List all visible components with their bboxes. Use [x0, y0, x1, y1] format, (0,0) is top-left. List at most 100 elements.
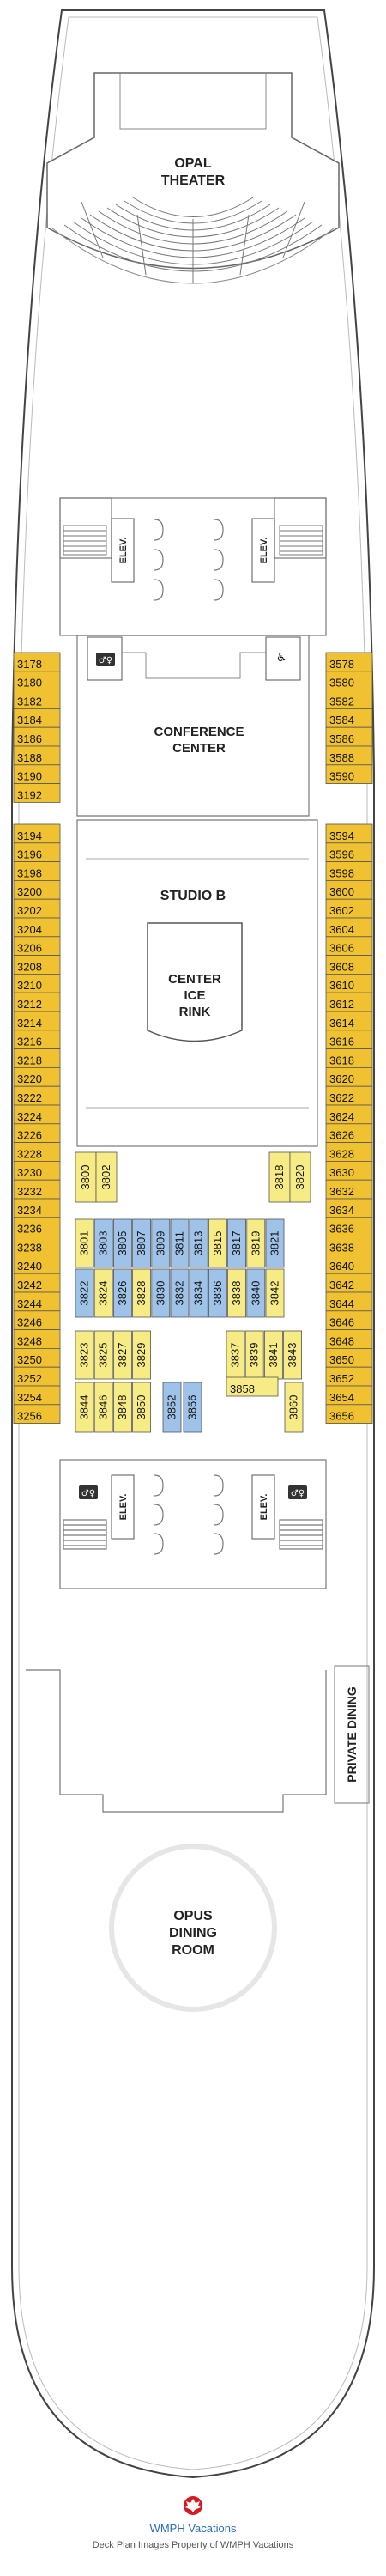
center-ice-rink[interactable]: CENTER ICE RINK — [147, 922, 243, 1042]
cabin-3636[interactable]: 3636 — [325, 1217, 373, 1237]
cabin-3226[interactable]: 3226 — [13, 1123, 61, 1144]
cabin-3640[interactable]: 3640 — [325, 1255, 373, 1274]
cabin-3801[interactable]: 3801 — [75, 1218, 94, 1268]
cabin-3224[interactable]: 3224 — [13, 1104, 61, 1125]
cabin-3218[interactable]: 3218 — [13, 1048, 61, 1068]
cabin-3210[interactable]: 3210 — [13, 974, 61, 993]
cabin-3811[interactable]: 3811 — [170, 1218, 190, 1268]
cabin-3825[interactable]: 3825 — [93, 1330, 113, 1380]
cabin-3578[interactable]: 3578 — [325, 652, 373, 672]
elevator-forward-starboard[interactable]: ELEV. — [251, 518, 275, 583]
cabin-3848[interactable]: 3848 — [112, 1382, 132, 1433]
cabin-3860[interactable]: 3860 — [284, 1382, 304, 1433]
cabin-3648[interactable]: 3648 — [325, 1329, 373, 1349]
cabin-3596[interactable]: 3596 — [325, 842, 373, 862]
cabin-3819[interactable]: 3819 — [246, 1218, 266, 1268]
cabin-3650[interactable]: 3650 — [325, 1348, 373, 1368]
cabin-3220[interactable]: 3220 — [13, 1067, 61, 1087]
conference-center[interactable]: CONFERENCE CENTER — [76, 635, 310, 817]
cabin-3212[interactable]: 3212 — [13, 992, 61, 1012]
cabin-3626[interactable]: 3626 — [325, 1123, 373, 1144]
cabin-3190[interactable]: 3190 — [13, 764, 61, 784]
cabin-3254[interactable]: 3254 — [13, 1385, 61, 1406]
cabin-3232[interactable]: 3232 — [13, 1179, 61, 1200]
cabin-3827[interactable]: 3827 — [112, 1330, 132, 1380]
cabin-3839[interactable]: 3839 — [244, 1330, 264, 1380]
cabin-3805[interactable]: 3805 — [112, 1218, 132, 1268]
cabin-3248[interactable]: 3248 — [13, 1329, 61, 1349]
cabin-3832[interactable]: 3832 — [170, 1268, 190, 1318]
cabin-3826[interactable]: 3826 — [112, 1268, 132, 1318]
cabin-3610[interactable]: 3610 — [325, 974, 373, 993]
cabin-3802[interactable]: 3802 — [95, 1151, 118, 1203]
cabin-3809[interactable]: 3809 — [151, 1218, 171, 1268]
cabin-3807[interactable]: 3807 — [132, 1218, 152, 1268]
cabin-3852[interactable]: 3852 — [162, 1382, 182, 1433]
cabin-3642[interactable]: 3642 — [325, 1273, 373, 1293]
cabin-3238[interactable]: 3238 — [13, 1236, 61, 1255]
cabin-3846[interactable]: 3846 — [93, 1382, 113, 1433]
studio-b[interactable]: STUDIO B — [76, 819, 318, 1147]
cabin-3214[interactable]: 3214 — [13, 1011, 61, 1031]
cabin-3582[interactable]: 3582 — [325, 690, 373, 709]
cabin-3184[interactable]: 3184 — [13, 708, 61, 728]
cabin-3616[interactable]: 3616 — [325, 1030, 373, 1050]
cabin-3192[interactable]: 3192 — [13, 783, 61, 803]
cabin-3837[interactable]: 3837 — [226, 1330, 245, 1380]
cabin-3206[interactable]: 3206 — [13, 936, 61, 957]
cabin-3186[interactable]: 3186 — [13, 726, 61, 747]
cabin-3244[interactable]: 3244 — [13, 1291, 61, 1312]
cabin-3182[interactable]: 3182 — [13, 690, 61, 709]
cabin-3844[interactable]: 3844 — [75, 1382, 94, 1433]
cabin-3580[interactable]: 3580 — [325, 671, 373, 690]
cabin-3652[interactable]: 3652 — [325, 1366, 373, 1387]
cabin-3196[interactable]: 3196 — [13, 842, 61, 862]
cabin-3656[interactable]: 3656 — [325, 1404, 373, 1425]
cabin-3628[interactable]: 3628 — [325, 1142, 373, 1162]
cabin-3630[interactable]: 3630 — [325, 1161, 373, 1181]
cabin-3813[interactable]: 3813 — [189, 1218, 208, 1268]
elevator-aft-port[interactable]: ELEV. — [111, 1474, 135, 1540]
cabin-3222[interactable]: 3222 — [13, 1085, 61, 1106]
cabin-3858[interactable]: 3858 — [226, 1376, 279, 1397]
cabin-3240[interactable]: 3240 — [13, 1255, 61, 1274]
elevator-aft-starboard[interactable]: ELEV. — [251, 1474, 275, 1540]
cabin-3620[interactable]: 3620 — [325, 1067, 373, 1087]
cabin-3594[interactable]: 3594 — [325, 823, 373, 844]
cabin-3256[interactable]: 3256 — [13, 1404, 61, 1425]
private-dining[interactable]: PRIVATE DINING — [334, 1665, 370, 1804]
cabin-3634[interactable]: 3634 — [325, 1198, 373, 1218]
cabin-3228[interactable]: 3228 — [13, 1142, 61, 1162]
opus-dining-room[interactable]: OPUS DINING ROOM — [26, 1669, 327, 2012]
cabin-3612[interactable]: 3612 — [325, 992, 373, 1012]
cabin-3842[interactable]: 3842 — [265, 1268, 285, 1318]
cabin-3180[interactable]: 3180 — [13, 671, 61, 690]
opal-theater[interactable]: OPAL THEATER — [46, 72, 340, 284]
cabin-3856[interactable]: 3856 — [183, 1382, 202, 1433]
cabin-3644[interactable]: 3644 — [325, 1291, 373, 1312]
cabin-3584[interactable]: 3584 — [325, 708, 373, 728]
cabin-3250[interactable]: 3250 — [13, 1348, 61, 1368]
cabin-3188[interactable]: 3188 — [13, 745, 61, 766]
cabin-3234[interactable]: 3234 — [13, 1198, 61, 1218]
elevator-forward-port[interactable]: ELEV. — [111, 518, 135, 583]
cabin-3202[interactable]: 3202 — [13, 898, 61, 919]
cabin-3830[interactable]: 3830 — [151, 1268, 171, 1318]
cabin-3800[interactable]: 3800 — [75, 1151, 97, 1203]
cabin-3608[interactable]: 3608 — [325, 955, 373, 975]
cabin-3200[interactable]: 3200 — [13, 880, 61, 900]
cabin-3590[interactable]: 3590 — [325, 764, 373, 784]
cabin-3198[interactable]: 3198 — [13, 861, 61, 881]
cabin-3822[interactable]: 3822 — [75, 1268, 94, 1318]
cabin-3821[interactable]: 3821 — [265, 1218, 285, 1268]
cabin-3624[interactable]: 3624 — [325, 1104, 373, 1125]
cabin-3602[interactable]: 3602 — [325, 898, 373, 919]
cabin-3815[interactable]: 3815 — [208, 1218, 227, 1268]
cabin-3843[interactable]: 3843 — [283, 1330, 303, 1380]
cabin-3646[interactable]: 3646 — [325, 1310, 373, 1331]
cabin-3824[interactable]: 3824 — [93, 1268, 113, 1318]
cabin-3586[interactable]: 3586 — [325, 726, 373, 747]
cabin-3604[interactable]: 3604 — [325, 917, 373, 938]
cabin-3252[interactable]: 3252 — [13, 1366, 61, 1387]
cabin-3236[interactable]: 3236 — [13, 1217, 61, 1237]
